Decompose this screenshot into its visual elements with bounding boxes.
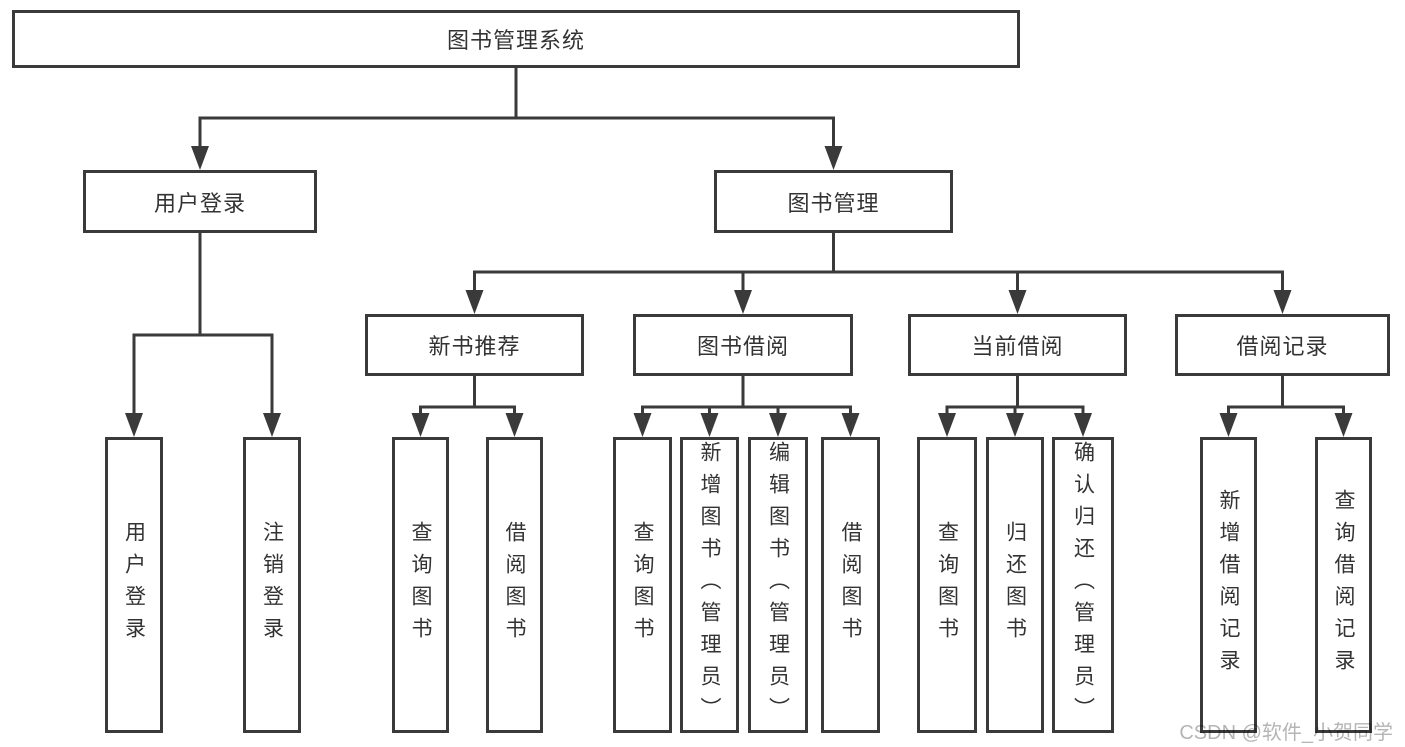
- leaf-newbook-query-label: 查询图书: [409, 521, 432, 649]
- leaf-current-query-label: 查询图书: [935, 521, 959, 649]
- arrow-down-icon: [1074, 413, 1092, 437]
- leaf-record-add: 新增借阅记录: [1200, 437, 1257, 733]
- leaf-borrow-book: 借阅图书: [821, 437, 880, 733]
- arrow-down-icon: [1334, 413, 1353, 437]
- leaf-record-query: 查询借阅记录: [1315, 437, 1372, 733]
- node-user-login-label: 用户登录: [153, 190, 246, 216]
- arrow-down-icon: [263, 413, 281, 437]
- leaf-user-login-label: 用户登录: [122, 521, 146, 649]
- leaf-current-confirm-admin-label: 确认归还（管理员）: [1071, 441, 1095, 729]
- leaf-logout: 注销登录: [243, 437, 301, 733]
- leaf-borrow-query: 查询图书: [613, 437, 672, 733]
- arrow-down-icon: [191, 146, 209, 170]
- arrow-down-icon: [411, 413, 430, 437]
- arrow-down-icon: [824, 146, 843, 170]
- node-root-label: 图书管理系统: [446, 28, 585, 53]
- node-borrow-records: 借阅记录: [1175, 314, 1390, 376]
- leaf-record-add-label: 新增借阅记录: [1217, 489, 1240, 681]
- leaf-borrow-query-label: 查询图书: [631, 521, 654, 649]
- arrow-down-icon: [125, 413, 143, 437]
- node-new-book-recommend-label: 新书推荐: [428, 334, 521, 359]
- arrow-down-icon: [938, 413, 956, 437]
- arrow-down-icon: [505, 413, 524, 437]
- arrow-down-icon: [769, 413, 787, 437]
- arrow-down-icon: [700, 413, 719, 437]
- node-current-borrow-label: 当前借阅: [971, 334, 1064, 359]
- leaf-user-login: 用户登录: [105, 437, 163, 733]
- leaf-current-return-label: 归还图书: [1003, 521, 1027, 649]
- arrow-down-icon: [1273, 290, 1292, 314]
- node-root: 图书管理系统: [12, 10, 1020, 68]
- leaf-record-query-label: 查询借阅记录: [1332, 489, 1355, 681]
- leaf-borrow-add-admin: 新增图书（管理员）: [680, 437, 739, 733]
- arrow-down-icon: [1008, 290, 1027, 314]
- leaf-logout-label: 注销登录: [260, 521, 284, 649]
- arrow-down-icon: [633, 413, 652, 437]
- leaf-current-confirm-admin: 确认归还（管理员）: [1052, 437, 1114, 733]
- node-book-borrow: 图书借阅: [633, 314, 853, 376]
- leaf-current-return: 归还图书: [986, 437, 1044, 733]
- leaf-borrow-edit-admin-label: 编辑图书（管理员）: [766, 441, 790, 729]
- leaf-current-query: 查询图书: [917, 437, 977, 733]
- node-new-book-recommend: 新书推荐: [365, 314, 584, 376]
- arrow-down-icon: [465, 290, 484, 314]
- csdn-watermark: CSDN @软件_小贺同学: [1179, 722, 1393, 744]
- arrow-down-icon: [734, 290, 752, 314]
- leaf-newbook-borrow: 借阅图书: [486, 437, 543, 733]
- node-book-management: 图书管理: [714, 170, 953, 233]
- leaf-newbook-query: 查询图书: [392, 437, 449, 733]
- node-book-management-label: 图书管理: [787, 190, 880, 216]
- arrow-down-icon: [1219, 413, 1238, 437]
- leaf-borrow-add-admin-label: 新增图书（管理员）: [698, 441, 721, 729]
- node-user-login: 用户登录: [83, 170, 317, 233]
- leaf-newbook-borrow-label: 借阅图书: [503, 521, 526, 649]
- leaf-borrow-edit-admin: 编辑图书（管理员）: [748, 437, 808, 733]
- arrow-down-icon: [841, 413, 860, 437]
- arrow-down-icon: [1006, 413, 1024, 437]
- node-current-borrow: 当前借阅: [908, 314, 1127, 376]
- node-book-borrow-label: 图书借阅: [696, 334, 789, 359]
- node-borrow-records-label: 借阅记录: [1236, 334, 1329, 359]
- leaf-borrow-book-label: 借阅图书: [839, 521, 862, 649]
